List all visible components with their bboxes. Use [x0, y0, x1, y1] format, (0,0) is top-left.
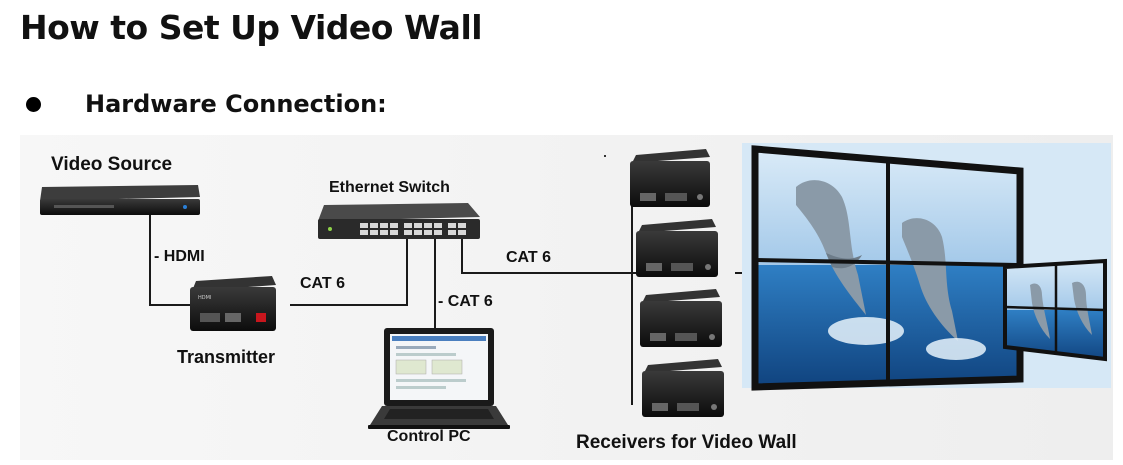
connection-lines: [149, 190, 742, 405]
receiver-device-1: [630, 149, 710, 207]
cat6-pc-dash-icon: -: [438, 293, 448, 310]
section-heading-text: Hardware Connection:: [85, 90, 387, 118]
hdmi-cable: [149, 215, 190, 306]
transmitter-label: Transmitter: [177, 347, 276, 367]
receiver-device-2: [636, 219, 718, 277]
transmitter-device: HDMI: [190, 276, 276, 331]
receiver-device-4: [642, 359, 724, 417]
cat6-receiver-cable: [461, 237, 645, 274]
cat6-transmitter-label: CAT 6: [300, 275, 346, 292]
hdmi-label: - HDMI: [154, 248, 205, 266]
small-video-wall-panel: [1003, 258, 1107, 362]
hdmi-label-text: HDMI: [163, 248, 205, 265]
section-heading: Hardware Connection:: [20, 90, 387, 118]
control-pc-label: Control PC: [387, 428, 471, 445]
cat6-pc-label: - CAT 6: [438, 293, 493, 311]
receivers-label: Receivers for Video Wall: [576, 432, 797, 453]
bullet-icon: [26, 96, 41, 112]
cat6-receiver-label: CAT 6: [506, 249, 552, 266]
ethernet-switch-label: Ethernet Switch: [329, 179, 450, 196]
diagram-canvas: HDMI: [20, 135, 1113, 460]
video-source-label: Video Source: [51, 154, 173, 175]
svg-text:HDMI: HDMI: [198, 295, 211, 301]
hardware-connection-diagram: HDMI: [20, 135, 1113, 460]
video-source-device: [40, 185, 200, 215]
cat6-pc-label-text: CAT 6: [447, 293, 493, 310]
ethernet-switch-device: [318, 203, 480, 239]
control-pc-device: [368, 328, 510, 429]
page-title: How to Set Up Video Wall: [20, 8, 483, 47]
hdmi-dash-icon: -: [154, 248, 164, 265]
receiver-device-3: [640, 289, 722, 347]
cat6-transmitter-cable: [290, 237, 408, 306]
